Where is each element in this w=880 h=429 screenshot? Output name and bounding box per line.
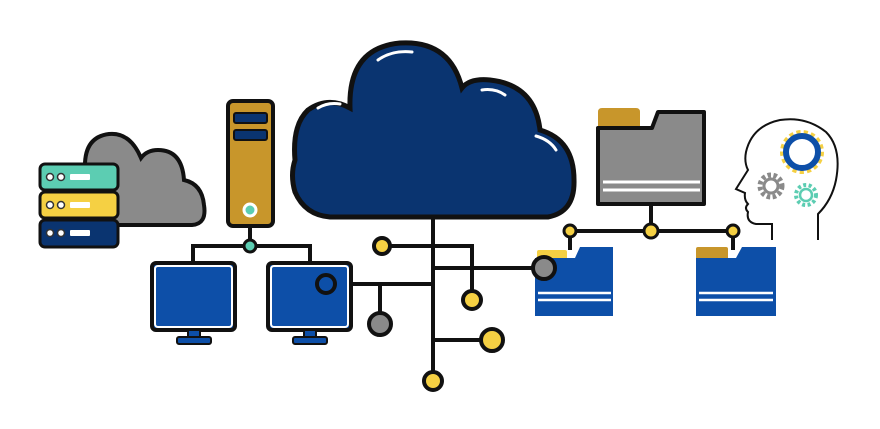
monitor-icon bbox=[150, 261, 237, 345]
network-node-icon bbox=[531, 255, 557, 281]
network-node-icon bbox=[461, 289, 483, 311]
folder-icon bbox=[596, 108, 706, 206]
gear-icon bbox=[780, 130, 824, 174]
main-cloud-icon bbox=[290, 40, 577, 220]
head-with-gears-icon bbox=[734, 118, 839, 240]
folder-icon bbox=[696, 247, 776, 316]
network-node-icon bbox=[422, 370, 444, 392]
network-node-icon bbox=[725, 223, 741, 239]
network-node-icon bbox=[242, 238, 258, 254]
gear-icon bbox=[760, 175, 782, 197]
server-stack-icon bbox=[38, 131, 207, 249]
network-node-icon bbox=[479, 327, 505, 353]
network-node-icon bbox=[642, 222, 660, 240]
server-tower-icon bbox=[226, 99, 275, 228]
monitor-icon bbox=[266, 261, 353, 345]
network-node-icon bbox=[372, 236, 392, 256]
network-node-icon bbox=[367, 311, 393, 337]
network-node-icon bbox=[315, 273, 337, 295]
network-node-icon bbox=[562, 223, 578, 239]
network-nodes bbox=[315, 236, 557, 392]
gear-icon bbox=[794, 183, 818, 207]
